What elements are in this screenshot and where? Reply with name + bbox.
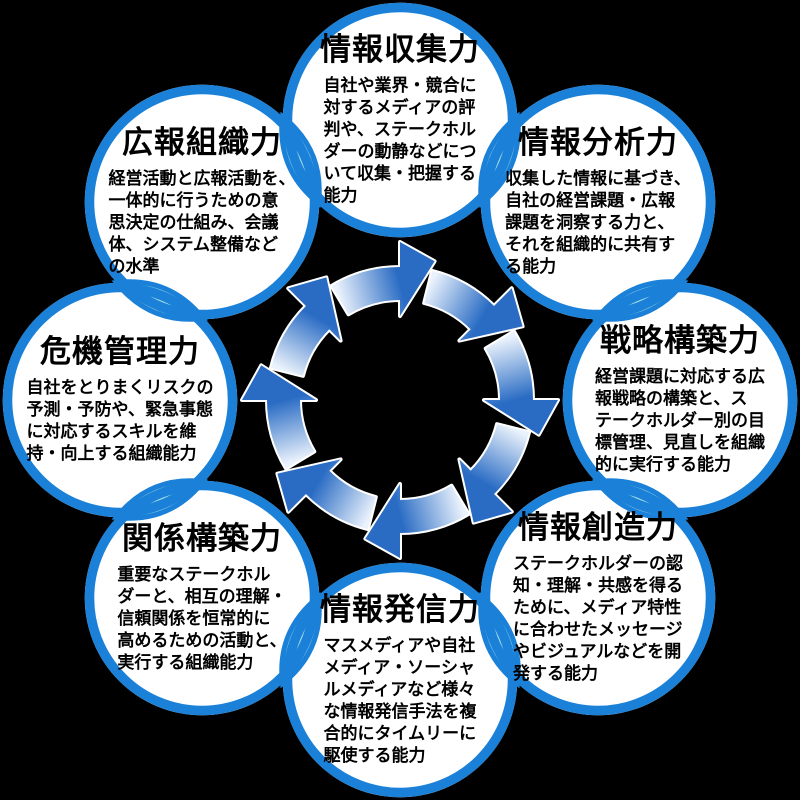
- circle-relationship-building: 関係構築力 重要なステークホル ダーと、相互の理解・ 信頼関係を恒常的に 高める…: [85, 481, 319, 715]
- circle-title: 情報収集力: [320, 32, 480, 68]
- circle-strategy-building: 戦略構築力 経営課題に対応する広 報戦略の構築と、ス テークホルダー別の目 標管…: [563, 283, 797, 517]
- circle-description: 経営課題に対応する広 報戦略の構築と、ス テークホルダー別の目 標管理、見直しを…: [595, 366, 765, 474]
- cycle-arrow: [363, 482, 471, 560]
- circle-description: 経営活動と広報活動を、 一体的に行うための意 思決定の仕組み、会議 体、システム…: [108, 168, 296, 276]
- circle-ring: [84, 480, 320, 716]
- circle-information-dissemination: 情報発信力 マスメディアや自社 メディア・ソーシャ ルメディアなど様々 な情報発…: [283, 563, 517, 797]
- circle-title: 情報創造力: [518, 510, 678, 546]
- circle-pr-organization: 広報組織力 経営活動と広報活動を、 一体的に行うための意 思決定の仕組み、会議 …: [85, 85, 319, 319]
- circle-fill: [2, 282, 238, 518]
- circle-information-analysis: 情報分析力 収集した情報に基づき、 自社の経営課題・広報 課題を洞察する力と、 …: [481, 85, 715, 319]
- circle-ring: [282, 2, 518, 238]
- cycle-arrow: [275, 457, 378, 532]
- cycle-arrow: [422, 268, 525, 343]
- circle-title: 広報組織力: [122, 125, 282, 161]
- circle-information-gathering: 情報収集力 自社や業界・競合に 対するメディアの評 判や、ステークホル ダーの動…: [283, 3, 517, 237]
- circle-ring: [84, 84, 320, 320]
- cycle-arrow: [482, 329, 560, 437]
- circle-ring: [480, 84, 716, 320]
- circle-ring: [282, 562, 518, 798]
- circle-ring: [480, 480, 716, 716]
- cycle-arrow: [268, 275, 343, 378]
- circle-title: 情報分析力: [518, 125, 678, 161]
- circle-fill: [84, 480, 320, 716]
- circle-title: 関係構築力: [122, 521, 282, 557]
- circle-fill: [480, 84, 716, 320]
- circle-description: 重要なステークホル ダーと、相互の理解・ 信頼関係を恒常的に 高めるための活動と…: [117, 564, 287, 672]
- cycle-arrow: [240, 363, 318, 471]
- circle-crisis-management: 危機管理力 自社をとりまくリスクの 予測・予防や、緊急事態 に対応するスキルを維…: [3, 283, 237, 517]
- circle-ring: [562, 282, 798, 518]
- circle-title: 情報発信力: [320, 592, 480, 628]
- cycle-arrow: [329, 240, 437, 318]
- circle-ring: [2, 282, 238, 518]
- circle-information-creation: 情報創造力 ステークホルダーの認 知・理解・共感を得る ために、メディア特性 に…: [481, 481, 715, 715]
- circle-title: 戦略構築力: [600, 323, 760, 359]
- circle-fill: [562, 282, 798, 518]
- circle-title: 危機管理力: [40, 334, 200, 370]
- circle-description: 収集した情報に基づき、 自社の経営課題・広報 課題を洞察する力と、 それを組織的…: [505, 168, 691, 276]
- circle-description: マスメディアや自社 メディア・ソーシャ ルメディアなど様々 な情報発信手法を複 …: [323, 635, 477, 765]
- circle-description: 自社や業界・競合に 対するメディアの評 判や、ステークホル ダーの動静などにつ …: [323, 75, 477, 205]
- circle-fill: [84, 84, 320, 320]
- circle-fill: [480, 480, 716, 716]
- circle-description: ステークホルダーの認 知・理解・共感を得る ために、メディア特性 に合わせたメッ…: [513, 553, 683, 683]
- cycle-arrow: [457, 422, 532, 525]
- circle-fill: [282, 2, 518, 238]
- circle-description: 自社をとりまくリスクの 予測・予防や、緊急事態 に対応するスキルを維 持・向上す…: [26, 377, 214, 463]
- circle-fill: [282, 562, 518, 798]
